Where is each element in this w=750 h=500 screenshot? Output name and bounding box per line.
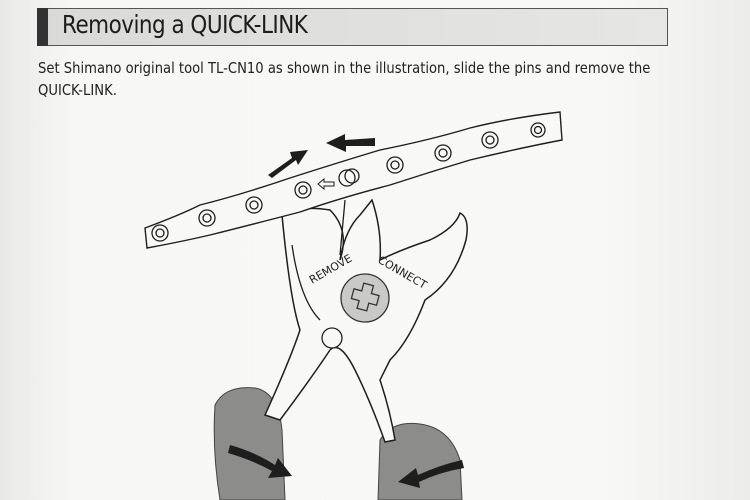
tool-hole (321, 327, 343, 349)
bicycle-chain (144, 111, 563, 249)
squeeze-arrow-right-icon (398, 460, 464, 488)
arrow-right-icon (268, 150, 308, 178)
arrow-left-icon (326, 134, 375, 152)
squeeze-arrow-left-icon (228, 445, 292, 478)
section-header-band (37, 8, 668, 46)
chain-rollers (151, 122, 546, 242)
pivot-screw (340, 273, 390, 323)
section-title: Removing a QUICK-LINK (62, 10, 308, 39)
instruction-text: Set Shimano original tool TL-CN10 as sho… (38, 59, 651, 99)
section-header-marker (37, 8, 48, 46)
slide-arrow-icon (317, 177, 335, 191)
screw-head-icon (350, 282, 380, 312)
